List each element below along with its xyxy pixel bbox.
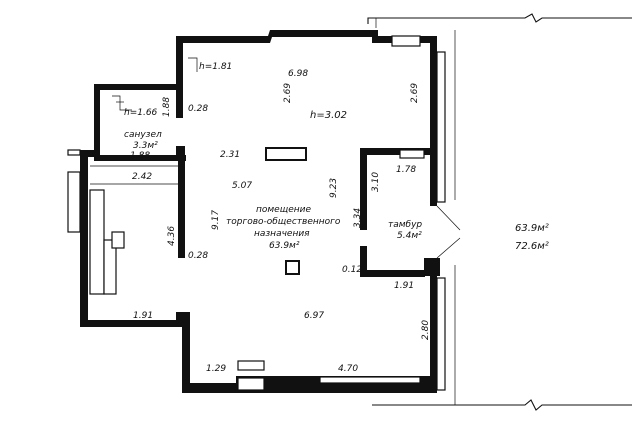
dim-bottom-left: 1.29 xyxy=(206,364,226,374)
room-main-line3: назначения xyxy=(254,229,310,239)
dim-left-bottom: 1.91 xyxy=(133,311,153,321)
dim-top-right-vert: 2.69 xyxy=(410,83,420,103)
dim-top-width: 6.98 xyxy=(288,69,308,79)
dim-wc-bottom: 1.88 xyxy=(130,151,150,161)
dim-vest-vert-a: 3.10 xyxy=(371,172,381,192)
dim-top-height: h=1.81 xyxy=(199,62,232,72)
room-main-line1: помещение xyxy=(256,205,311,215)
dim-ceiling-height: h=3.02 xyxy=(310,110,347,121)
dim-wc-left-vert: 1.88 xyxy=(162,97,172,117)
room-vest-name: тамбур xyxy=(388,220,422,230)
dim-wc-wall: 0.28 xyxy=(188,104,208,114)
dim-left-vert: 9.17 xyxy=(211,210,221,230)
summary-area-main: 63.9м² xyxy=(515,223,549,234)
dim-vest-top: 1.78 xyxy=(396,165,416,175)
dim-vest-bottom: 1.91 xyxy=(394,281,414,291)
dim-vest-wall: 0.12 xyxy=(342,265,362,275)
room-wc-area: 3.3м² xyxy=(133,141,158,151)
interior-walls xyxy=(89,57,461,295)
dim-vest-vert-b: 3.34 xyxy=(353,208,363,228)
room-main-area: 63.9м² xyxy=(269,241,300,251)
room-wc-name: санузел xyxy=(124,130,162,140)
dim-wc-height: h=1.66 xyxy=(124,108,158,118)
dim-right-lower-vert: 2.80 xyxy=(421,320,431,340)
dim-store-wall: 0.28 xyxy=(188,251,208,261)
dim-store-vert: 4.36 xyxy=(167,226,177,246)
room-main-line2: торгово-общественного xyxy=(226,217,341,227)
dim-store-top: 2.42 xyxy=(132,172,152,182)
dim-mid-width: 5.07 xyxy=(232,181,252,191)
exterior-walls xyxy=(67,30,446,393)
dim-center-vert: 9.23 xyxy=(329,178,339,198)
dim-top-left-vert: 2.69 xyxy=(283,83,293,103)
room-vest-area: 5.4м² xyxy=(397,231,422,241)
dim-pillar-left: 2.31 xyxy=(220,150,240,160)
summary-area-total: 72.6м² xyxy=(515,241,549,252)
dim-bottom-right: 4.70 xyxy=(338,364,358,374)
dim-bottom-width: 6.97 xyxy=(304,311,324,321)
building-outline xyxy=(367,13,632,411)
